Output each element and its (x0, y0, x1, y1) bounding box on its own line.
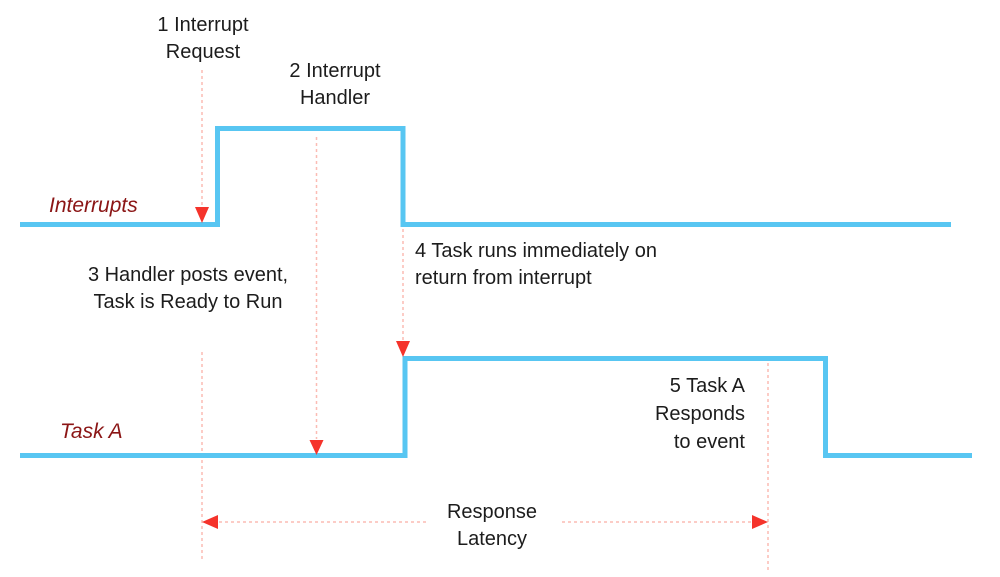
response-latency-label: Response Latency (446, 501, 538, 550)
annotation-handler-posts-event: 3 Handler posts event, Task is Ready to … (87, 264, 289, 313)
signal-label-task-a: Task A (60, 420, 123, 443)
waveforms (20, 126, 972, 458)
annotation-task-runs-immediately: 4 Task runs immediately on return from i… (415, 240, 657, 289)
interrupts-waveform (20, 126, 951, 227)
annotation-interrupt-handler: 2 Interrupt Handler (289, 60, 381, 109)
signal-label-interrupts: Interrupts (49, 194, 138, 217)
event-arrows (195, 207, 768, 529)
task-a-waveform (20, 356, 972, 458)
arrow-down-task-ready-icon (309, 440, 324, 455)
arrow-right-latency-icon (752, 515, 768, 529)
arrow-left-latency-icon (202, 515, 218, 529)
arrow-down-task-runs-icon (396, 341, 410, 357)
annotation-interrupt-request: 1 Interrupt Request (157, 14, 249, 63)
guide-lines (201, 70, 769, 570)
arrow-down-interrupt-request-icon (195, 207, 209, 223)
annotation-task-a-responds: 5 Task A Responds to event (654, 375, 745, 453)
